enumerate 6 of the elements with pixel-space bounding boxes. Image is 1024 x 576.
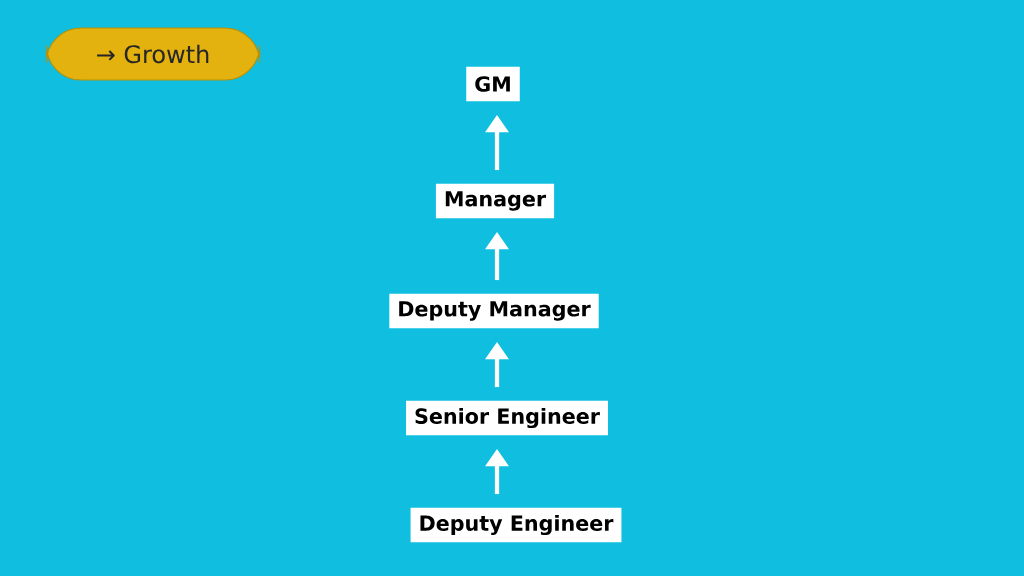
role-box: Senior Engineer xyxy=(406,400,608,436)
role-box: GM xyxy=(466,66,520,102)
role-box: Manager xyxy=(435,183,555,219)
growth-button: → Growth xyxy=(45,27,261,81)
role-box: Deputy Engineer xyxy=(410,507,622,543)
role-box: Deputy Manager xyxy=(389,293,599,329)
